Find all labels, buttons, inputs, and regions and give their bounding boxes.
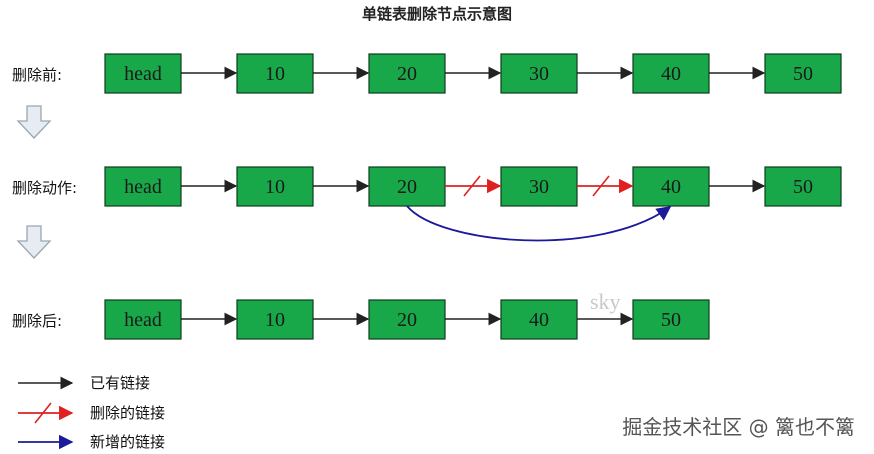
node-10: 10 — [236, 299, 314, 340]
node-40: 40 — [632, 166, 710, 207]
diagram-title: 单链表删除节点示意图 — [362, 5, 512, 23]
row-before: head 10 20 30 40 50 — [104, 53, 842, 94]
node-value: head — [124, 309, 162, 331]
node-head: head — [104, 299, 182, 340]
node-50: 50 — [764, 166, 842, 207]
node-10: 10 — [236, 166, 314, 207]
node-30: 30 — [500, 53, 578, 94]
watermark: 掘金技术社区 @ 篱也不篱 — [622, 415, 855, 439]
step-down-arrow-icon — [16, 105, 52, 139]
node-20: 20 — [368, 299, 446, 340]
legend-item-deleted: 删除的链接 — [18, 402, 165, 424]
node-30: 30 — [500, 166, 578, 207]
node-40: 40 — [500, 299, 578, 340]
node-value: 20 — [397, 63, 417, 85]
node-value: 40 — [661, 63, 681, 85]
row-after: head 10 20 40 sky 50 — [104, 289, 710, 340]
node-value: 40 — [661, 176, 681, 198]
node-value: 40 — [529, 309, 549, 331]
legend-label: 删除的链接 — [90, 404, 165, 422]
node-head: head — [104, 53, 182, 94]
row-label-before: 删除前: — [12, 66, 62, 84]
node-value: 20 — [397, 309, 417, 331]
step-down-arrow-icon — [16, 225, 52, 259]
node-value: 20 — [397, 176, 417, 198]
row-label-action: 删除动作: — [12, 179, 77, 197]
legend-item-existing: 已有链接 — [18, 374, 150, 392]
node-value: 50 — [793, 63, 813, 85]
legend: 已有链接 删除的链接 新增的链接 — [18, 374, 165, 451]
node-value: 30 — [529, 63, 549, 85]
deleted-link-arrow — [445, 175, 502, 197]
legend-label: 新增的链接 — [90, 433, 165, 451]
node-value: 50 — [661, 309, 681, 331]
node-head: head — [104, 166, 182, 207]
node-value: 30 — [529, 176, 549, 198]
node-10: 10 — [236, 53, 314, 94]
deleted-link-arrow — [577, 175, 634, 197]
node-value: 10 — [265, 309, 285, 331]
overlay-text: sky — [590, 289, 621, 314]
node-value: head — [124, 176, 162, 198]
legend-label: 已有链接 — [90, 374, 150, 392]
node-40: 40 — [632, 53, 710, 94]
legend-item-new: 新增的链接 — [18, 433, 165, 451]
row-label-after: 删除后: — [12, 312, 62, 330]
node-20: 20 — [368, 166, 446, 207]
node-value: 50 — [793, 176, 813, 198]
node-value: head — [124, 63, 162, 85]
new-link-arrow — [406, 205, 672, 242]
node-value: 10 — [265, 63, 285, 85]
node-50: 50 — [632, 299, 710, 340]
node-20: 20 — [368, 53, 446, 94]
row-action: head 10 20 30 40 50 — [104, 166, 842, 242]
node-50: 50 — [764, 53, 842, 94]
node-value: 10 — [265, 176, 285, 198]
strike-mark — [34, 402, 52, 424]
